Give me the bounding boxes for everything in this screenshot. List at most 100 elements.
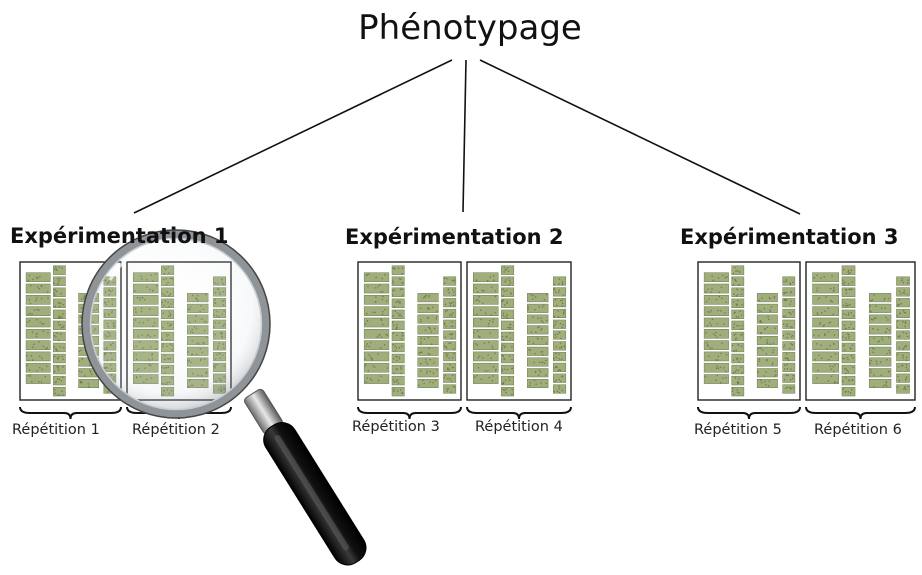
plot-speck: [532, 294, 535, 297]
plot-cell: [363, 351, 390, 362]
plot-speck: [873, 348, 875, 350]
plot-speck: [741, 371, 743, 374]
plot-speck: [733, 293, 735, 295]
plot-speck: [845, 314, 847, 316]
plot-speck: [502, 312, 505, 314]
plot-speck: [736, 325, 738, 327]
plot-speck: [842, 304, 845, 307]
plot-cell: [868, 336, 892, 346]
plot-speck: [542, 354, 544, 356]
plot-speck: [62, 304, 64, 306]
plot-speck: [716, 375, 719, 377]
plot-speck: [445, 325, 447, 328]
plot-speck: [724, 312, 726, 314]
plot-cell: [443, 276, 457, 286]
plot-speck: [55, 336, 57, 338]
plot-speck: [898, 336, 900, 338]
plot-speck: [715, 359, 717, 361]
plot-speck: [443, 323, 446, 325]
plot-speck: [833, 370, 835, 373]
plot-speck: [788, 311, 790, 314]
plot-cell: [782, 373, 796, 383]
plot-speck: [789, 347, 791, 350]
plot-speck: [395, 328, 398, 330]
plot-speck: [44, 376, 47, 378]
plot-cell: [363, 328, 390, 339]
plot-speck: [63, 325, 65, 327]
plot-speck: [790, 290, 793, 293]
plot-speck: [559, 347, 561, 349]
plot-speck: [538, 361, 541, 364]
plot-speck: [492, 347, 494, 349]
plot-speck: [452, 325, 454, 328]
plot-speck: [62, 326, 64, 328]
plot-cell: [812, 351, 839, 362]
plot-speck: [758, 299, 760, 302]
plot-speck: [482, 302, 484, 304]
plot-speck: [540, 351, 542, 353]
plot-speck: [847, 391, 850, 393]
plot-cell: [25, 295, 51, 305]
plot-speck: [366, 320, 369, 322]
plot-speck: [554, 323, 556, 326]
plot-speck: [453, 291, 455, 293]
plot-speck: [827, 380, 829, 382]
plot-speck: [41, 323, 43, 325]
plot-speck: [852, 379, 854, 382]
plot-speck: [850, 269, 853, 272]
plot-speck: [886, 385, 888, 387]
plot-cell: [443, 352, 457, 362]
plot-cell: [703, 317, 729, 328]
plot-speck: [478, 336, 480, 338]
plot-speck: [78, 350, 80, 353]
plot-speck: [506, 335, 508, 338]
plot-speck: [478, 355, 481, 357]
plot-speck: [768, 297, 771, 299]
plot-speck: [90, 371, 92, 373]
plot-cell: [553, 341, 567, 351]
plot-speck: [715, 367, 718, 369]
plot-speck: [732, 372, 735, 374]
plot-cell: [391, 331, 405, 342]
plot-speck: [819, 323, 821, 325]
plot-cell: [391, 298, 405, 308]
plot-speck: [562, 313, 565, 315]
plot-speck: [475, 299, 477, 301]
magnifying-glass-icon: [81, 229, 367, 566]
plot-speck: [487, 325, 489, 327]
plot-speck: [502, 389, 504, 391]
plot-speck: [395, 380, 397, 382]
plot-speck: [370, 379, 373, 381]
plot-speck: [772, 351, 774, 354]
plot-speck: [553, 283, 555, 286]
plot-cell: [472, 362, 499, 373]
plot-cell: [756, 357, 778, 367]
plot-speck: [449, 304, 452, 307]
plot-speck: [35, 276, 38, 279]
plot-speck: [555, 352, 557, 355]
plot-cell: [703, 340, 729, 350]
plot-speck: [39, 355, 41, 357]
plot-speck: [54, 294, 56, 296]
plot-speck: [561, 375, 563, 378]
plot-speck: [784, 364, 786, 367]
plot-cell: [391, 287, 405, 297]
plot-speck: [374, 311, 376, 314]
plot-speck: [843, 357, 846, 360]
plot-speck: [709, 347, 711, 349]
plot-speck: [772, 349, 774, 351]
plot-speck: [739, 310, 742, 313]
plot-speck: [736, 300, 739, 302]
plot-speck: [41, 285, 43, 287]
plot-speck: [393, 305, 396, 308]
plot-cell: [756, 378, 778, 389]
repetition-label-4: Répétition 4: [475, 419, 563, 435]
plot-speck: [427, 307, 429, 309]
plot-speck: [902, 331, 904, 334]
plot-speck: [834, 364, 836, 366]
plot-speck: [90, 373, 93, 376]
plot-speck: [446, 355, 448, 358]
plot-cell: [868, 368, 892, 378]
plot-speck: [851, 288, 853, 291]
plot-speck: [449, 333, 451, 335]
